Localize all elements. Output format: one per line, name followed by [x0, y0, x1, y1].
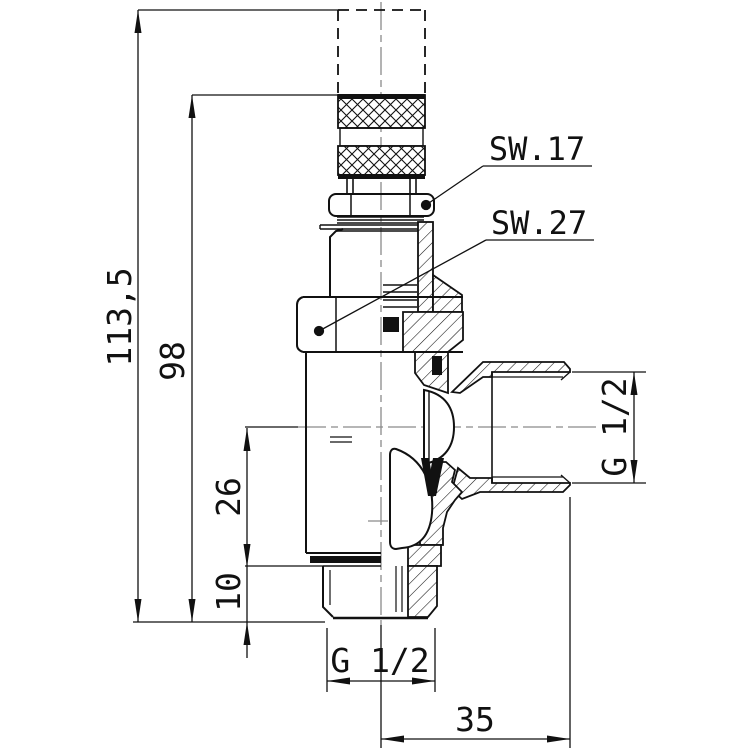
- knurl-band-lower: [337, 145, 426, 176]
- label-sw27: SW.27: [491, 204, 587, 242]
- bottom-gasket: [310, 556, 381, 563]
- dim-10-label: 10: [209, 572, 248, 612]
- v-seal: [421, 458, 444, 496]
- phantom-cap-outline: [337, 9, 426, 94]
- section-hatching: [402, 221, 571, 618]
- dimension-lines: [133, 9, 646, 748]
- dim-26-label: 26: [209, 477, 248, 517]
- leader-lines: [313, 165, 594, 337]
- dimension-texts: 113,5 98 26 10 G 1/2 G 1/2 35 SW.17 SW.2…: [100, 130, 634, 739]
- mouth-chamfer-top: [560, 371, 571, 381]
- dim-total-height-label: 113,5: [100, 267, 139, 366]
- hex-nut-sw27: [296, 296, 463, 353]
- knurl-bottom-edge: [338, 174, 425, 179]
- dim-cap-height-label: 98: [153, 341, 192, 381]
- valve-body-outline: [305, 352, 381, 554]
- knurled-cap: [337, 94, 426, 179]
- bonnet: [329, 228, 420, 297]
- bonnet-wall-section: [417, 221, 434, 313]
- valve-stem: [346, 179, 417, 194]
- dim-35-label: 35: [455, 700, 495, 739]
- dim-side-thread-label: G 1/2: [595, 377, 634, 476]
- outlet-top-wall: [450, 361, 571, 394]
- seat-wedge-section: [414, 351, 449, 395]
- packing-rings-section: [383, 284, 417, 308]
- seals: [310, 317, 444, 563]
- side-outlet: [491, 371, 571, 484]
- hex-nut-sw17: [328, 193, 435, 217]
- mouth-chamfer-bottom: [560, 474, 571, 484]
- bottom-thread: [322, 565, 428, 620]
- label-sw17: SW.17: [489, 130, 585, 168]
- leader-dot-sw27: [313, 325, 325, 337]
- hex27-section: [402, 311, 464, 353]
- valve-internals: [389, 388, 456, 551]
- bottom-flange-section: [407, 544, 442, 567]
- oring-outlet: [432, 356, 442, 375]
- oring-upper: [383, 317, 399, 332]
- leader-dot-sw17: [420, 199, 432, 211]
- knurl-band-upper: [337, 94, 426, 129]
- dimension-arrows: [134, 10, 638, 743]
- knurl-top-edge: [338, 94, 425, 99]
- outlet-bottom-wall: [450, 466, 571, 501]
- packing-washers: [319, 216, 431, 230]
- bottom-thread-section: [407, 565, 438, 618]
- upper-flange-section: [432, 273, 463, 313]
- dim-bottom-thread-label: G 1/2: [330, 641, 429, 680]
